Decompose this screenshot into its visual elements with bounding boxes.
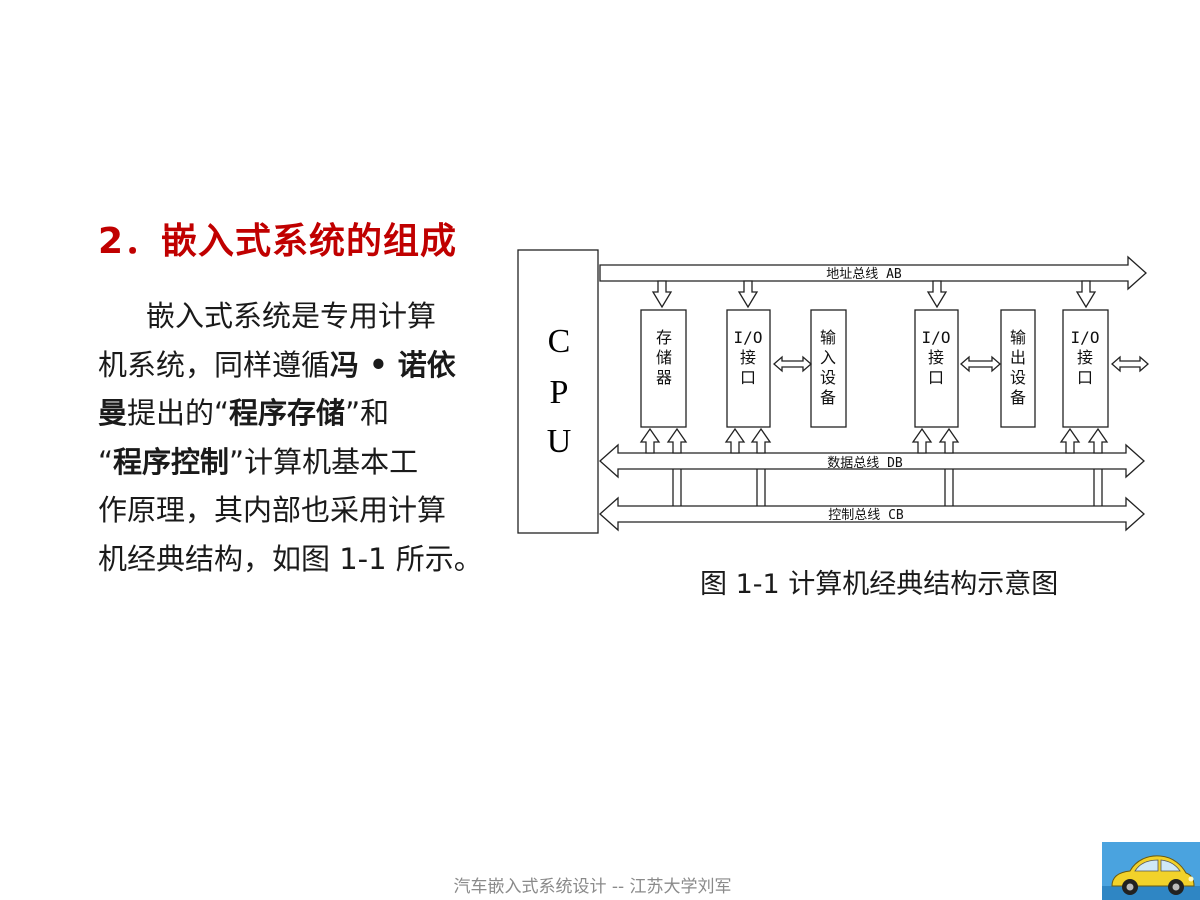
io1-label-1: I/O bbox=[734, 328, 763, 347]
link-arrow-io3-out bbox=[1111, 355, 1149, 373]
output-label-3: 设 bbox=[1010, 368, 1026, 387]
body-text-segment: 机系统，同样遵循 bbox=[98, 347, 331, 382]
io1-label-3: 口 bbox=[740, 368, 756, 387]
input-label-3: 设 bbox=[820, 368, 836, 387]
section-heading: 2．嵌入式系统的组成 bbox=[98, 221, 458, 262]
io-interface-3-box bbox=[1062, 309, 1109, 428]
body-text-segment: 提出的“ bbox=[127, 396, 230, 430]
io-interface-2-box bbox=[914, 309, 959, 428]
footer-text: 汽车嵌入式系统设计 -- 江苏大学刘军 bbox=[453, 877, 732, 897]
input-label-4: 备 bbox=[820, 388, 836, 407]
cpu-letter-p: P bbox=[550, 374, 569, 411]
bold-von-neumann-end: 曼 bbox=[98, 396, 128, 430]
memory-label-1: 存 bbox=[656, 328, 672, 347]
io3-label-3: 口 bbox=[1077, 368, 1093, 387]
input-label-2: 入 bbox=[820, 348, 836, 367]
body-text-segment: “ bbox=[98, 444, 114, 479]
cpu-letter-c: C bbox=[548, 323, 571, 360]
control-bus-arrow bbox=[599, 496, 1145, 532]
body-paragraph: 嵌入式系统是专用计算 机系统，同样遵循冯 • 诺依 曼提出的“程序存储”和 “程… bbox=[98, 292, 508, 583]
down-arrow-io3 bbox=[1075, 280, 1097, 309]
memory-box bbox=[640, 309, 687, 428]
body-text-line: 机经典结构，如图 1-1 所示。 bbox=[98, 541, 483, 576]
input-label-1: 输 bbox=[820, 328, 836, 347]
memory-label-2: 储 bbox=[656, 348, 672, 367]
link-arrow-io2-output bbox=[960, 355, 1001, 373]
body-text-segment: ”和 bbox=[345, 396, 390, 430]
io3-label-2: 接 bbox=[1077, 348, 1093, 367]
down-arrow-io2 bbox=[926, 280, 948, 309]
device-link-arrows bbox=[773, 355, 1149, 373]
output-device-box bbox=[1000, 309, 1036, 428]
io2-label-3: 口 bbox=[928, 368, 944, 387]
io2-label-1: I/O bbox=[922, 328, 951, 347]
control-bus-label: 控制总线 CB bbox=[828, 508, 904, 523]
io-interface-1-box bbox=[726, 309, 771, 428]
input-device-box bbox=[810, 309, 847, 428]
figure-caption: 图 1-1 计算机经典结构示意图 bbox=[700, 569, 1059, 600]
bold-program-storage: 程序存储 bbox=[229, 396, 346, 430]
control-bus-connectors bbox=[672, 469, 1103, 506]
io3-label-1: I/O bbox=[1071, 328, 1100, 347]
io1-label-2: 接 bbox=[740, 348, 756, 367]
down-arrow-io1 bbox=[737, 280, 759, 309]
address-bus-label: 地址总线 AB bbox=[826, 267, 902, 282]
bold-von-neumann: 冯 • 诺依 bbox=[330, 347, 456, 382]
memory-label-3: 器 bbox=[656, 368, 672, 387]
body-text-line: 作原理，其内部也采用计算 bbox=[98, 493, 447, 527]
output-label-2: 出 bbox=[1010, 348, 1026, 367]
car-logo-icon bbox=[1102, 842, 1200, 900]
link-arrow-io1-input bbox=[773, 355, 812, 373]
body-text-segment: ”计算机基本工 bbox=[229, 444, 419, 479]
bold-program-control: 程序控制 bbox=[113, 444, 230, 479]
address-down-arrows bbox=[651, 280, 1097, 309]
cpu-letter-u: U bbox=[547, 423, 572, 460]
address-bus-arrow bbox=[599, 255, 1147, 291]
cpu-box bbox=[517, 249, 599, 534]
body-text-line: 嵌入式系统是专用计算 bbox=[146, 299, 437, 333]
data-up-arrows bbox=[639, 427, 1109, 454]
output-label-1: 输 bbox=[1010, 328, 1026, 347]
down-arrow-memory bbox=[651, 280, 673, 309]
io2-label-2: 接 bbox=[928, 348, 944, 367]
data-bus-label: 数据总线 DB bbox=[827, 456, 903, 471]
data-bus-arrow bbox=[599, 443, 1145, 479]
output-label-4: 备 bbox=[1010, 388, 1026, 407]
